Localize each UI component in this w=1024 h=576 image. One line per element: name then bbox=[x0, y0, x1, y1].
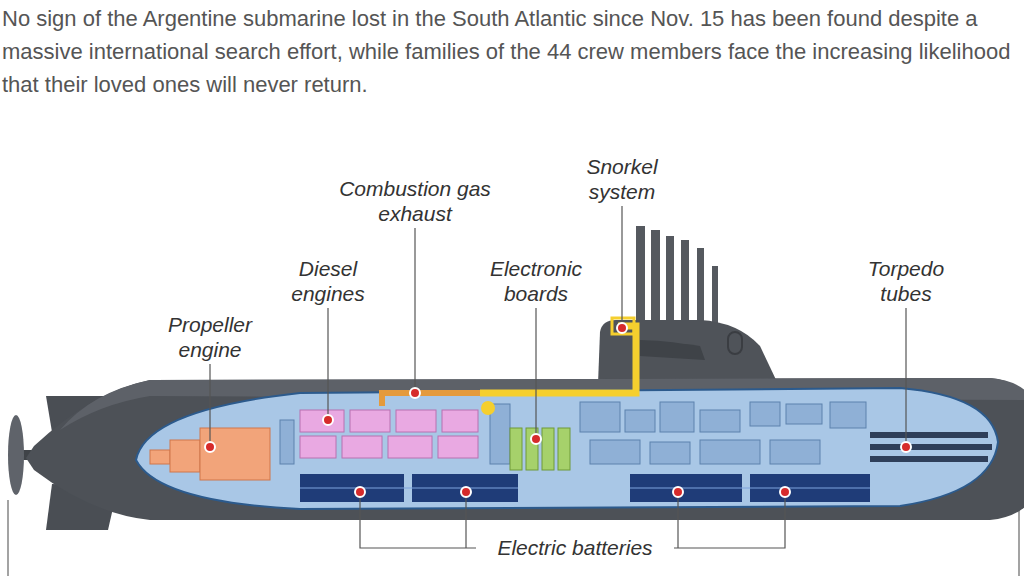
part-label: Electronic boards bbox=[474, 256, 598, 306]
part-label: Torpedo tubes bbox=[851, 256, 961, 306]
part-label: Diesel engines bbox=[273, 256, 383, 306]
part-label: Combustion gas exhaust bbox=[327, 176, 503, 226]
caption-text: No sign of the Argentine submarine lost … bbox=[2, 2, 1018, 101]
part-label: Electric batteries bbox=[477, 535, 673, 560]
part-label: Propeller engine bbox=[148, 312, 272, 362]
part-label: Snorkel system bbox=[567, 154, 677, 204]
